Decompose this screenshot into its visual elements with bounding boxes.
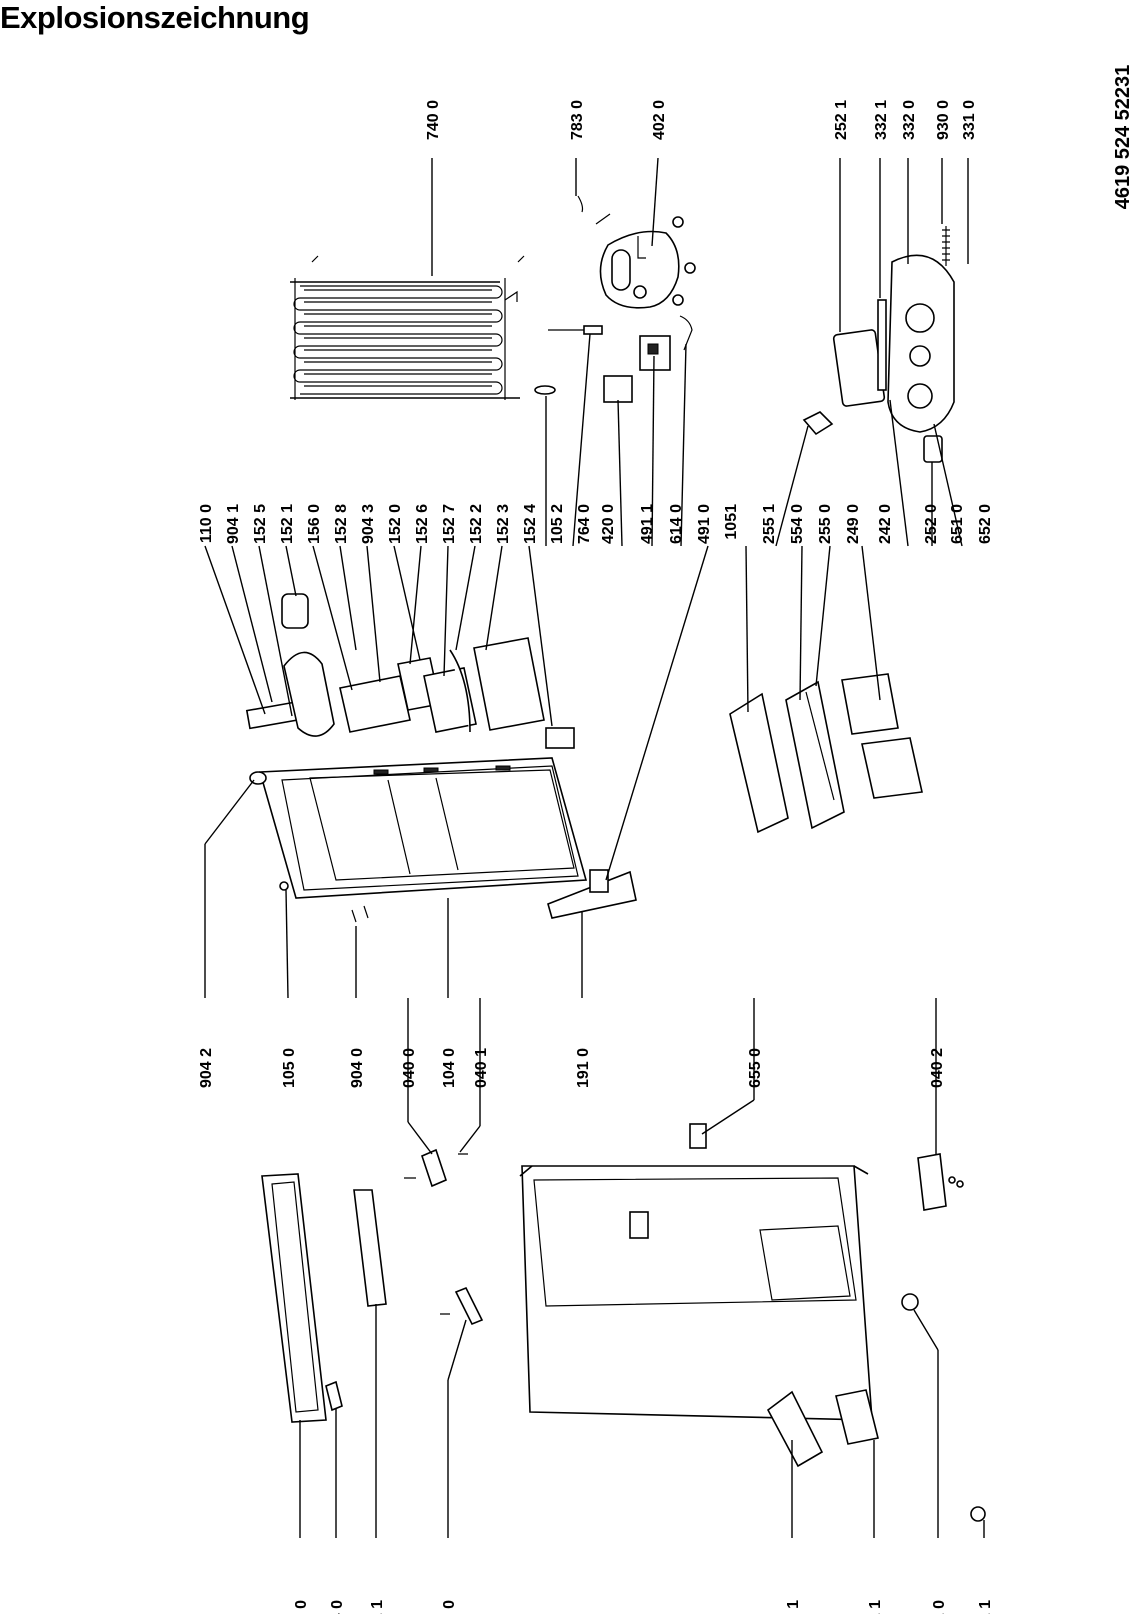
label-252-0: 252 0 <box>923 504 940 544</box>
label-740-0: 740 0 <box>425 100 442 140</box>
label-1051: 1051 <box>723 504 740 540</box>
label-255-0: 255 0 <box>817 504 834 544</box>
label-904-3: 904 3 <box>360 504 377 544</box>
label-152-0: 152 0 <box>387 504 404 544</box>
condenser-part <box>290 255 525 400</box>
label-904-0: 904 0 <box>349 1048 366 1088</box>
label-011-1: 011 1 <box>977 1600 994 1614</box>
label-255-1: 255 1 <box>761 504 778 544</box>
label-652-0: 652 0 <box>977 504 994 544</box>
label-332-1: 332 1 <box>873 100 890 140</box>
label-655-0: 655 0 <box>747 1048 764 1088</box>
label-152-4: 152 4 <box>522 504 539 544</box>
label-252-1: 252 1 <box>833 100 850 140</box>
door-part <box>249 757 637 919</box>
label-001-1: 001 1 <box>867 1600 884 1614</box>
label-402-1: 402 1 <box>785 1600 802 1614</box>
label-491-1: 491 1 <box>639 504 656 544</box>
label-105-0: 105 0 <box>281 1048 298 1088</box>
label-191-0: 191 0 <box>575 1048 592 1088</box>
label-491-0: 491 0 <box>696 504 713 544</box>
label-152-2: 152 2 <box>468 504 485 544</box>
label-402-0: 402 0 <box>651 100 668 140</box>
glass-shelves-part <box>729 673 923 834</box>
label-011-0: 011 0 <box>931 1600 948 1614</box>
label-040-1: 040 1 <box>473 1048 490 1088</box>
label-249-0: 249 0 <box>845 504 862 544</box>
label-783-0: 783 0 <box>569 100 586 140</box>
label-332-0: 332 0 <box>901 100 918 140</box>
label-764-0: 764 0 <box>576 504 593 544</box>
part-labels: 110 0 904 1 152 5 152 1 156 0 152 8 904 … <box>198 100 994 1614</box>
page-title: Explosionszeichnung <box>0 0 310 35</box>
label-651-0: 651 0 <box>949 504 966 544</box>
label-242-0: 242 0 <box>877 504 894 544</box>
label-034-0: 034 0 <box>329 1600 346 1614</box>
label-040-0-upper: 040 0 <box>401 1048 418 1088</box>
hinges-part <box>279 881 964 1326</box>
label-152-3: 152 3 <box>495 504 512 544</box>
label-030-0: 030 0 <box>293 1600 310 1614</box>
label-031-1: 031 1 <box>369 1600 386 1614</box>
label-156-0: 156 0 <box>306 504 323 544</box>
label-104-0: 104 0 <box>441 1048 458 1088</box>
label-110-0: 110 0 <box>198 504 215 543</box>
relay-part <box>534 315 693 403</box>
label-904-1: 904 1 <box>225 504 242 544</box>
label-904-2: 904 2 <box>198 1048 215 1088</box>
label-420-0: 420 0 <box>600 504 617 544</box>
label-040-0-lower: 040 0 <box>441 1600 458 1614</box>
label-331-0: 331 0 <box>961 100 978 140</box>
label-554-0: 554 0 <box>789 504 806 544</box>
label-614-0: 614 0 <box>668 504 685 544</box>
label-152-8: 152 8 <box>333 504 350 544</box>
label-152-6: 152 6 <box>414 504 431 544</box>
label-152-7: 152 7 <box>441 504 458 544</box>
top-cover-part <box>261 1173 387 1423</box>
label-152-1: 152 1 <box>279 504 296 544</box>
label-040-2: 040 2 <box>929 1048 946 1088</box>
label-930-0: 930 0 <box>935 100 952 140</box>
label-105-2: 105 2 <box>549 504 566 544</box>
compressor-part <box>577 195 696 309</box>
thermostat-housing-part <box>802 226 955 463</box>
cabinet-part <box>519 1165 986 1522</box>
leader-lines <box>204 157 985 1538</box>
door-shelves-part <box>245 593 575 749</box>
label-152-5: 152 5 <box>252 504 269 544</box>
